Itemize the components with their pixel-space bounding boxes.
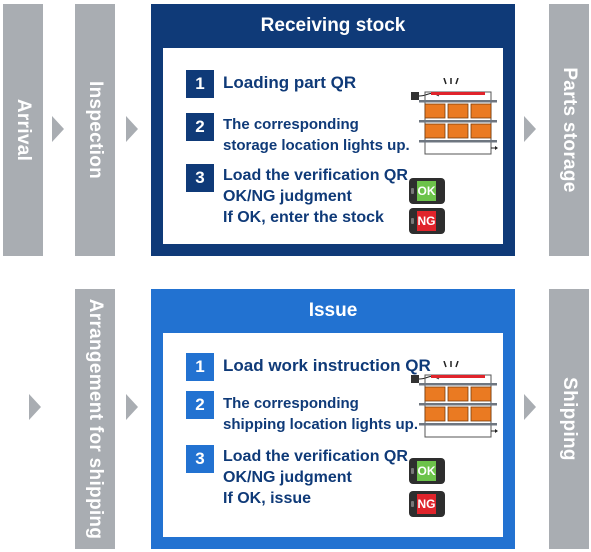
step-3-text: Load the verification QR OK/NG judgment … <box>223 167 408 226</box>
arrival-label: Arrival <box>13 98 34 162</box>
arrow-right-icon <box>52 116 64 142</box>
inspection-label: Inspection <box>85 80 106 180</box>
step-1-text: Loading part QR <box>223 73 357 92</box>
shipping-bar: Shipping <box>549 289 589 549</box>
ng-label: NG <box>417 211 436 231</box>
ok-label: OK <box>417 181 436 201</box>
step-2-text: The corresponding shipping location ligh… <box>223 395 418 433</box>
arrangement-bar: Arrangement for shipping <box>75 289 115 549</box>
parts-storage-label: Parts storage <box>559 67 580 193</box>
receiving-stock-panel: Receiving stock 1 Loading part QR 2 The … <box>151 4 515 256</box>
arrow-right-icon <box>29 394 41 420</box>
shipping-label: Shipping <box>559 377 580 461</box>
step-number-3: 3 <box>186 164 214 192</box>
step-number-1: 1 <box>186 70 214 98</box>
ok-phone-icon: OK <box>409 178 445 204</box>
arrow-right-icon <box>126 116 138 142</box>
ng-phone-icon: NG <box>409 208 445 234</box>
ok-phone-icon: OK <box>409 458 445 484</box>
arrow-right-icon <box>524 116 536 142</box>
receiving-stock-title: Receiving stock <box>260 15 406 36</box>
ng-phone-icon: NG <box>409 491 445 517</box>
storage-shelf-icon <box>411 78 498 155</box>
shipping-shelf-icon <box>411 361 498 438</box>
arrangement-label: Arrangement for shipping <box>85 298 106 540</box>
step-number-2: 2 <box>186 391 214 419</box>
arrival-bar: Arrival <box>3 4 43 256</box>
step-3-text: Load the verification QR OK/NG judgment … <box>223 448 408 507</box>
issue-title: Issue <box>308 300 358 321</box>
step-number-3: 3 <box>186 445 214 473</box>
parts-storage-bar: Parts storage <box>549 4 589 256</box>
arrow-right-icon <box>524 394 536 420</box>
receiving-stock-body: 1 Loading part QR 2 The corresponding st… <box>163 48 503 244</box>
inspection-bar: Inspection <box>75 4 115 256</box>
step-2-text: The corresponding storage location light… <box>223 116 410 154</box>
issue-panel: Issue 1 Load work instruction QR 2 The c… <box>151 289 515 549</box>
step-1-text: Load work instruction QR <box>223 356 431 375</box>
issue-body: 1 Load work instruction QR 2 The corresp… <box>163 333 503 537</box>
arrow-right-icon <box>126 394 138 420</box>
ng-label: NG <box>417 494 436 514</box>
ok-label: OK <box>417 461 436 481</box>
step-number-1: 1 <box>186 353 214 381</box>
step-number-2: 2 <box>186 113 214 141</box>
